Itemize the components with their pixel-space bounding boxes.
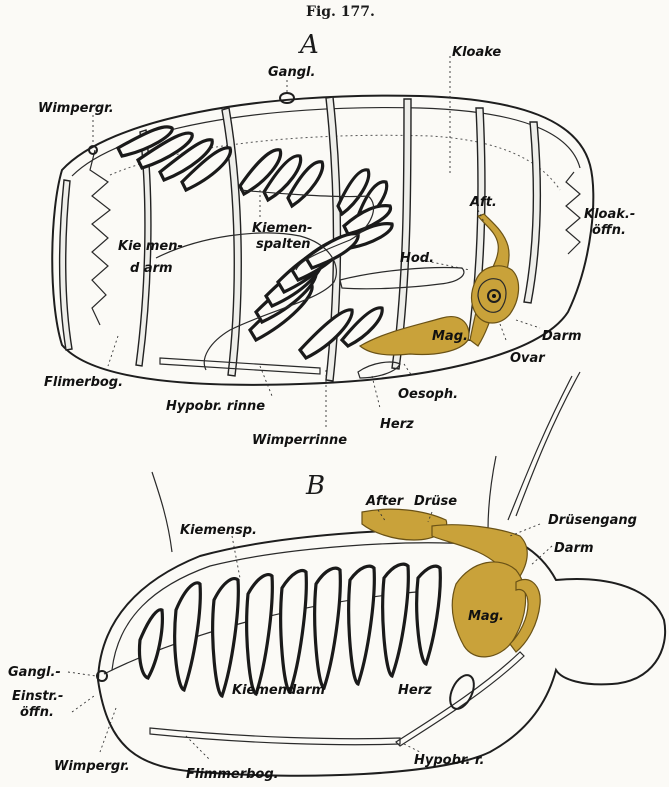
panel-b-leader-hypobr: [404, 744, 420, 752]
label-a-mag: Mag.: [432, 329, 468, 344]
panel-b-spine-mid: [488, 456, 496, 530]
figure-title: Fig. 177.: [306, 4, 375, 20]
panel-a-muscle-band-7: [60, 180, 72, 350]
label-b-wimpergr: Wimpergr.: [54, 759, 130, 774]
label-a-kiemenspalten-1: Kiemen-: [252, 221, 312, 236]
label-b-einstr-2: öffn.: [20, 705, 54, 720]
panel-a-ganglion: [280, 93, 294, 103]
panel-a-hypobranchial-groove: [160, 358, 320, 374]
panel-a-letter: A: [298, 30, 319, 60]
panel-b-gill-slits: [139, 564, 440, 696]
panel-a-leader-ovar: [500, 324, 506, 340]
panel-b-leader-flimmerbog: [186, 736, 210, 760]
panel-b-leader-gangl: [68, 672, 96, 676]
label-a-ovar: Ovar: [510, 351, 546, 366]
label-b-after: After: [365, 494, 405, 509]
label-b-herz: Herz: [398, 683, 432, 698]
label-a-darm: Darm: [542, 329, 582, 344]
label-a-kloak-2: öffn.: [592, 223, 626, 238]
panel-b-hypobranchial-groove: [150, 728, 400, 745]
label-a-kiemendarm-1: Kie men-: [118, 239, 183, 254]
label-b-flimmerbog: Flimmerbog.: [186, 767, 279, 782]
label-a-herz: Herz: [380, 417, 414, 432]
label-a-flimmerbog: Flimerbog.: [44, 375, 123, 390]
panel-a-leader-herz: [372, 376, 380, 408]
panel-b-leader-kiemensp: [232, 536, 240, 578]
panel-a-leader-flimmerbog: [108, 336, 118, 366]
panel-a-leader-darm: [516, 320, 540, 328]
panel-b-spine-right: [516, 372, 580, 516]
panel-b-leader-einstr: [72, 696, 94, 712]
label-b-gangl: Gangl.-: [8, 665, 61, 680]
label-b-darm: Darm: [554, 541, 594, 556]
label-a-wimperrinne: Wimperrinne: [252, 433, 347, 448]
label-b-einstr-1: Einstr.-: [12, 689, 63, 704]
panel-b-leader-darm: [530, 546, 552, 566]
label-a-kloak-1: Kloak.-: [584, 207, 635, 222]
panel-a-egg-nucleus: [492, 294, 496, 298]
label-a-hod: Hod.: [400, 251, 434, 266]
panel-a-cloaca-opening: [566, 172, 580, 254]
label-b-druesengang: Drüsengang: [548, 513, 637, 528]
label-a-gangl: Gangl.: [268, 65, 315, 80]
label-a-oesoph: Oesoph.: [398, 387, 458, 402]
label-b-hypobr: Hypobr. r.: [414, 753, 484, 768]
label-a-kiemendarm-2: d arm: [130, 261, 173, 276]
panel-a-muscle-band-6: [524, 122, 540, 303]
label-a-kloake: Kloake: [452, 45, 501, 60]
panel-a: A: [38, 30, 635, 448]
panel-b-spine-right-2: [508, 376, 572, 520]
panel-b-spine-left: [152, 472, 172, 552]
label-b-kiemendarm: Kiemendarm: [232, 683, 325, 698]
panel-b-endostyle: [396, 652, 524, 746]
label-a-wimpergr: Wimpergr.: [38, 101, 114, 116]
panel-a-oral-opening: [90, 150, 110, 325]
label-a-aft: Aft.: [469, 195, 497, 210]
panel-b-letter: B: [305, 471, 325, 501]
label-b-mag: Mag.: [468, 609, 504, 624]
label-b-kiemensp: Kiemensp.: [180, 523, 257, 538]
label-a-kiemenspalten-2: spalten: [256, 237, 311, 252]
label-b-druese: Drüse: [414, 494, 457, 509]
label-a-hypobr-rinne: Hypobr. rinne: [166, 399, 265, 414]
panel-a-gill-slits-lower: [250, 234, 382, 358]
